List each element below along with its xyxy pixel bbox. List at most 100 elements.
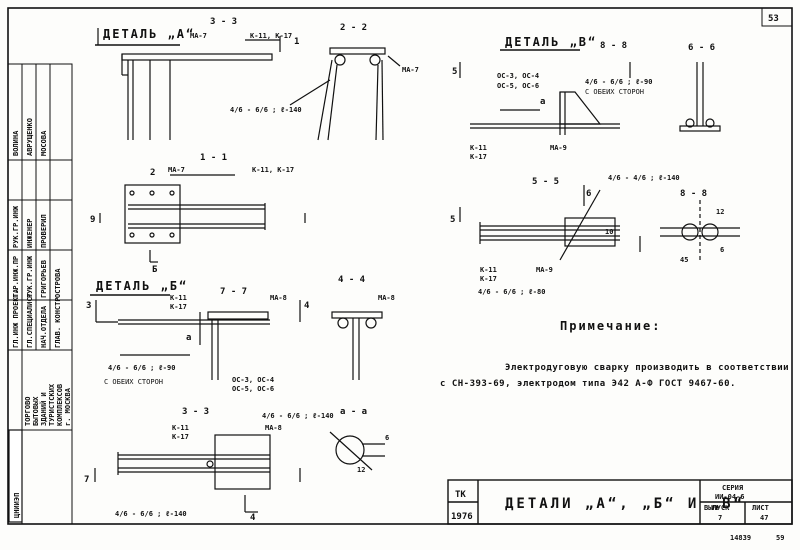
part-label: ОС-5, ОС-6 <box>232 385 274 393</box>
title-block-title: ДЕТАЛИ „А“, „Б“ И „В“ <box>505 496 745 512</box>
weld-label: 4/6 - 6/6 ; ℓ-80 <box>478 288 545 296</box>
section-6-6 <box>679 62 721 132</box>
part-label: К-17 <box>480 275 497 283</box>
detail-b <box>90 294 301 380</box>
stamp-staff-name: МОСОВА <box>40 130 48 156</box>
series-value: ИИ-04-6 <box>715 493 745 501</box>
cut-number: 4 <box>304 301 310 311</box>
weld-note: С ОБЕИХ СТОРОН <box>585 88 644 96</box>
stamp-roles: ГЛ.ИНЖ ПРОЕКТА ГЛ.СПЕЦИАЛИСТ НАЧ.ОТДЕЛА … <box>12 118 62 348</box>
section-1-1 <box>99 174 306 263</box>
cut-number: 3 <box>86 301 91 311</box>
section-label: 8 - 8 <box>600 41 627 51</box>
weld-label: 4/6 - 6/6 ; ℓ-140 <box>262 412 334 420</box>
stamp-role: НАЧ.ОТДЕЛА <box>40 305 48 348</box>
part-label: К-17 <box>172 433 189 441</box>
detail-b-title: ДЕТАЛЬ „Б“ <box>96 279 188 293</box>
dim-label: 45 <box>680 256 688 264</box>
weld-label: 4/6 - 6/6 ; ℓ-140 <box>230 106 302 114</box>
section-label: 6 - 6 <box>688 43 715 53</box>
cut-number: 2 <box>150 168 155 178</box>
code-year: 1976 <box>451 512 473 522</box>
part-label: К-11 <box>170 294 187 302</box>
stamp-staff-role: ИНЖЕНЕР <box>26 218 34 248</box>
weld-label: 4/6 - 4/6 ; ℓ-140 <box>608 174 680 182</box>
cut-number: 5 <box>452 67 457 77</box>
stamp-role: ГЛ.СПЕЦИАЛИСТ <box>26 293 34 348</box>
sheet-stamp: 14839 <box>730 534 751 542</box>
part-label: К-11 <box>480 266 497 274</box>
weld-label: 4/6 - 6/6 ; ℓ-90 <box>108 364 175 372</box>
sheet-frame <box>7 7 793 525</box>
part-label: К-11 <box>172 424 189 432</box>
section-label: 3 - 3 <box>182 407 209 417</box>
cut-number: 5 <box>450 215 455 225</box>
detail-a <box>95 28 281 140</box>
sheet-value: 47 <box>760 514 768 522</box>
notes-header: Примечание: <box>560 319 661 333</box>
cut-number: Б <box>152 265 158 275</box>
cut-number: 9 <box>90 215 95 225</box>
section-a-a <box>329 431 385 471</box>
sheet-corner: 59 <box>776 534 784 542</box>
logo-text: ЦНИИЭП <box>13 493 21 518</box>
code-top: ТК <box>455 490 466 500</box>
section-label: 1 - 1 <box>200 153 227 163</box>
part-label: К-11 <box>470 144 487 152</box>
stamp-org: ТОРГОВО БЫТОВЫХ ЗДАНИЙ И ТУРИСТСКИХ КОМП… <box>24 383 72 426</box>
stamp-org-line: ЗДАНИЙ И <box>39 392 48 426</box>
part-label: ОС-3, ОС-4 <box>497 72 539 80</box>
part-label: К-11, К-17 <box>252 166 294 174</box>
stamp-staff-role: РУК.ГР.ИНЖ <box>12 205 20 248</box>
dim-label: 12 <box>716 208 724 216</box>
stamp-staff-name: ВОЛИНА <box>12 130 20 156</box>
page-number: 53 <box>768 14 779 24</box>
dim-label: 6 <box>385 434 389 442</box>
part-label: К-11, К-17 <box>250 32 292 40</box>
stamp-role: ГЛАВ. КОНСТР <box>54 297 62 348</box>
section-label: 5 - 5 <box>532 177 559 187</box>
stamp-column <box>7 63 73 525</box>
part-label: МА-8 <box>270 294 287 302</box>
part-label: К-17 <box>170 303 187 311</box>
section-label: 8 - 8 <box>680 189 707 199</box>
dim-label: 12 <box>357 466 365 474</box>
section-label: 3 - 3 <box>210 17 237 27</box>
section-label: 4 - 4 <box>338 275 366 285</box>
stamp-staff-role: ПРОВЕРИЛ <box>40 214 48 248</box>
sheet-label: ЛИСТ <box>752 504 769 512</box>
part-label: ОС-5, ОС-6 <box>497 82 539 90</box>
detail-c <box>459 49 631 135</box>
cut-number: 7 <box>84 475 89 485</box>
stamp-role: ГЛ.ИНЖ ПРОЕКТА <box>12 288 20 348</box>
stamp-dept: ГРИГОРЬЕВ <box>40 260 48 298</box>
stamp-org-line: г. МОСКВА <box>64 387 72 426</box>
notes-line-2: с СН-393-69, электродом типа Э42 А-Ф ГОС… <box>440 379 736 389</box>
notes-line-1: Электродуговую сварку производить в соот… <box>505 363 789 373</box>
stamp-role: Г.Р.ИНЖ.ПР <box>12 256 20 298</box>
stamp-dept: ОСТРОВА <box>54 268 62 298</box>
section-5-5 <box>459 185 641 261</box>
part-label: МА-9 <box>550 144 567 152</box>
cut-number: 1 <box>294 37 299 47</box>
stamp-org-line: ТОРГОВО <box>24 396 32 426</box>
part-label: К-17 <box>470 153 487 161</box>
part-label: МА-7 <box>402 66 419 74</box>
part-label: МА-7 <box>168 166 185 174</box>
cut-number: 6 <box>586 189 591 199</box>
dim-label: 6 <box>720 246 724 254</box>
issue-label: ВЫПУСК <box>704 504 730 512</box>
weld-label: 4/6 - 6/6 ; ℓ-140 <box>115 510 187 518</box>
part-label: ОС-3, ОС-4 <box>232 376 274 384</box>
part-label: МА-8 <box>265 424 282 432</box>
stamp-org-line: БЫТОВЫХ <box>32 396 40 426</box>
weld-mark: а <box>186 333 191 343</box>
page-number-box <box>761 7 793 27</box>
issue-value: 7 <box>718 514 722 522</box>
title-block <box>447 479 793 525</box>
part-label: МА-9 <box>536 266 553 274</box>
detail-a-title: ДЕТАЛЬ „А“ <box>103 27 195 41</box>
section-2-2 <box>289 47 401 141</box>
